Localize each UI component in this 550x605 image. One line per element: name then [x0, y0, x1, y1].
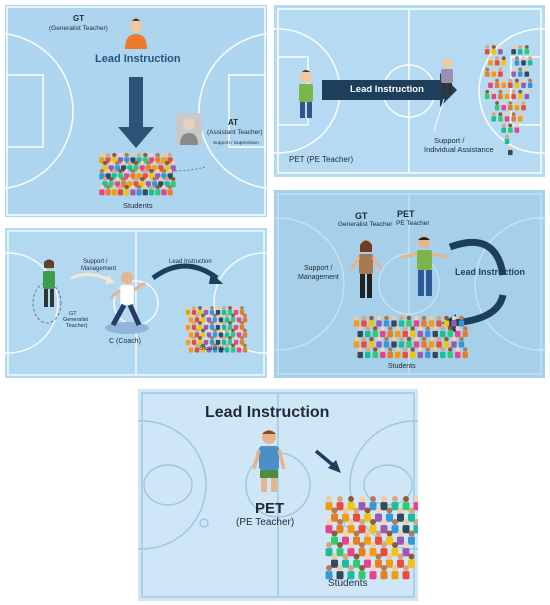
coach-label: C (Coach)	[109, 338, 141, 345]
students-label: Students	[199, 345, 225, 352]
down-arrow-icon	[118, 77, 154, 148]
pet-label: PET (PE Teacher)	[289, 155, 354, 164]
teacher-label: Teacher)	[66, 323, 88, 329]
students-label: Students	[328, 578, 368, 589]
gt-abbr: GT	[73, 14, 85, 23]
court-background	[274, 5, 545, 177]
support-supervision-label: Support / Supervision	[213, 141, 259, 146]
court-background	[5, 228, 267, 378]
panel-3: Support / Management Lead Instruction GT…	[5, 228, 267, 378]
generalist-label: Generalist	[63, 317, 89, 323]
gt-label: GT	[69, 311, 77, 317]
students-group	[185, 306, 248, 353]
students-group	[353, 315, 468, 359]
panel-1: GT (Generalist Teacher) Lead Instruction…	[5, 5, 267, 217]
generalist-teacher-icon	[349, 240, 383, 298]
at-abbr: AT	[228, 118, 239, 127]
lead-instruction-label: Lead Instruction	[455, 267, 526, 277]
gt-full: Generalist Teacher	[338, 221, 393, 228]
students-label: Students	[123, 201, 153, 210]
pet-full: (PE Teacher)	[236, 517, 295, 528]
coach-icon	[110, 272, 146, 327]
panel-2: Lead Instruction PET (PE Teacher) Suppor…	[274, 5, 545, 177]
management-label: Management	[81, 266, 117, 272]
court-background	[274, 190, 545, 378]
teacher-icon	[125, 18, 147, 49]
lead-instruction-label: Lead Instruction	[205, 404, 330, 421]
gt-abbr: GT	[355, 211, 368, 221]
pet-abbr: PET	[397, 209, 415, 219]
students-group	[325, 496, 418, 580]
students-group	[99, 152, 176, 196]
lead-instruction-label: Lead Instruction	[169, 259, 212, 265]
court-background	[138, 389, 418, 601]
individual-assistance-label: Individual Assistance	[424, 145, 494, 154]
support-label: Support /	[83, 259, 108, 265]
pe-teacher-icon	[299, 70, 313, 118]
support-label: Support /	[304, 265, 333, 272]
assistant-icon	[441, 58, 453, 95]
pe-teacher-icon	[252, 430, 286, 492]
at-full: (Assistant Teacher)	[207, 129, 263, 136]
panel-5: Lead Instruction PET (PE Teacher) Studen…	[138, 389, 418, 601]
assistant-teacher-icon	[176, 113, 202, 145]
management-label: Management	[298, 274, 339, 281]
lead-instruction-label: Lead Instruction	[350, 84, 424, 95]
pet-full: PE Teacher	[396, 220, 430, 227]
pet-abbr: PET	[255, 500, 285, 517]
lead-instruction-label: Lead Instruction	[95, 53, 181, 65]
support-label: Support /	[434, 136, 465, 145]
pe-teacher-icon	[400, 236, 449, 296]
panel-4: GT Generalist Teacher PET PE Teacher Sup…	[274, 190, 545, 378]
students-label: Students	[388, 363, 416, 370]
gt-full: (Generalist Teacher)	[49, 25, 108, 32]
generalist-teacher-icon	[43, 259, 55, 307]
students-group	[484, 45, 533, 156]
court-background	[5, 5, 267, 217]
